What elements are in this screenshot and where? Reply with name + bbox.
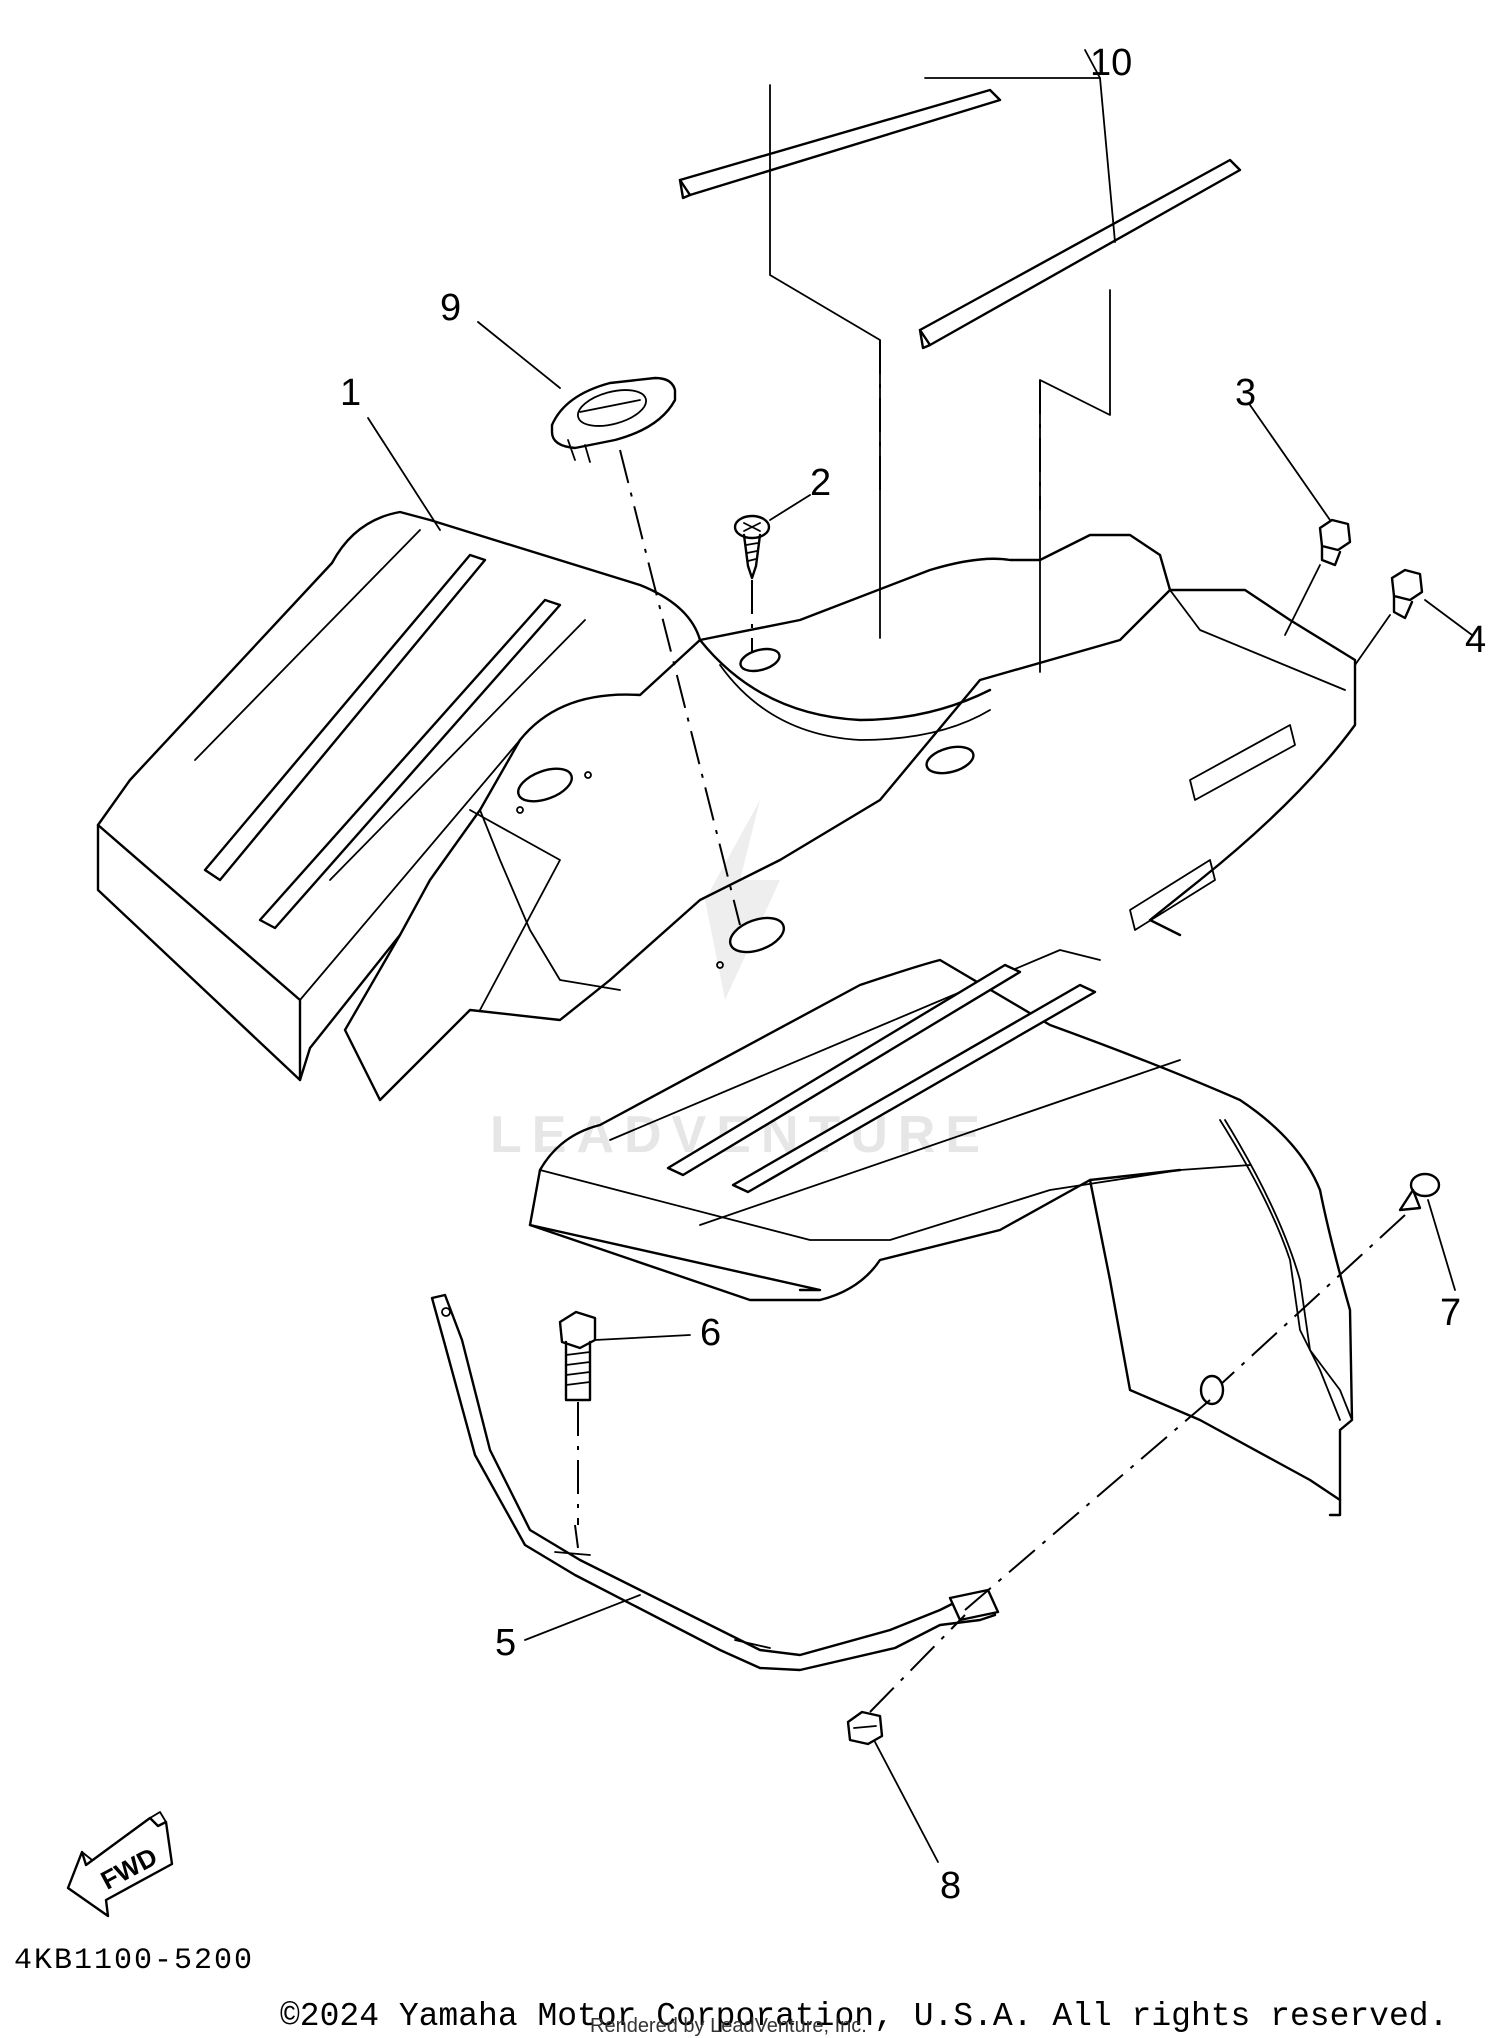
- guide-right: [1039, 289, 1111, 673]
- leader-9-dash: [619, 449, 741, 926]
- callout-9: 9: [440, 287, 461, 329]
- grommet-cap: [550, 376, 677, 463]
- rivet-part-7: [1398, 1172, 1441, 1212]
- callout-10: 10: [1090, 42, 1132, 84]
- bolt-part-3: [1318, 518, 1352, 567]
- grommet-hole: [1199, 1374, 1225, 1406]
- leader-9: [477, 321, 561, 389]
- strip-upper: [678, 88, 1002, 200]
- callout-3: 3: [1235, 372, 1256, 414]
- leader-10b: [1099, 77, 1116, 243]
- callout-1: 1: [340, 372, 361, 414]
- callout-5: 5: [495, 1622, 516, 1664]
- leader-6-dash: [574, 1524, 579, 1549]
- leader-4: [1424, 599, 1473, 636]
- bolt-part-6: [558, 1310, 597, 1402]
- callout-6: 6: [700, 1312, 721, 1354]
- watermark: LEADVENTURE: [490, 800, 980, 1164]
- rendered-by-note: Rendered by LeadVenture, Inc.: [590, 2015, 867, 2037]
- leader-7-dash: [1219, 1214, 1406, 1386]
- front-fender: [96, 510, 1357, 1517]
- callout-2: 2: [810, 462, 831, 504]
- leader-2: [769, 494, 811, 521]
- leader-6: [594, 1334, 691, 1341]
- screw-part-2: [733, 514, 771, 580]
- leader-10a: [924, 49, 1101, 79]
- leader-8-dash: [869, 1614, 966, 1713]
- leader-1: [367, 417, 441, 531]
- leader-7: [1427, 1199, 1456, 1291]
- leader-3b: [1284, 564, 1321, 636]
- leader-8: [874, 1741, 939, 1863]
- stay-bracket: [430, 1293, 1000, 1672]
- callout-7: 7: [1440, 1292, 1461, 1334]
- callout-4: 4: [1465, 619, 1486, 661]
- guide-left: [769, 84, 881, 639]
- nut-part-8: [846, 1710, 884, 1746]
- leader-3: [1249, 404, 1331, 521]
- leader-5: [524, 1594, 641, 1641]
- callout-8: 8: [940, 1865, 961, 1907]
- copyright-notice: ©2024 Yamaha Motor Corporation, U.S.A. A…: [280, 1998, 1448, 2035]
- leader-5-dash: [964, 1399, 1211, 1611]
- fwd-arrow: FWD: [66, 1811, 174, 1918]
- strip-lower: [918, 158, 1242, 350]
- diagram-code: 4KB1100-5200: [14, 1944, 254, 1978]
- leader-4b: [1354, 614, 1391, 666]
- bolt-part-4: [1390, 568, 1424, 620]
